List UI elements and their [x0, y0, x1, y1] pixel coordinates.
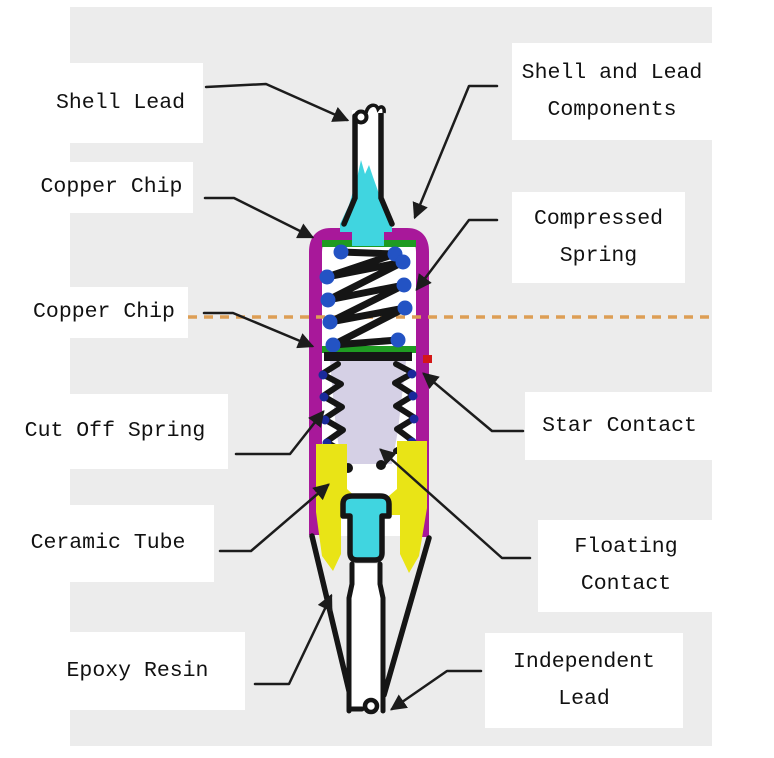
label-shell-and-lead-line1: Shell and Lead	[521, 60, 703, 85]
compressed-spring-coil	[323, 248, 409, 349]
label-cut-off-spring: Cut Off Spring	[2, 394, 228, 469]
copper-chip-mid	[322, 346, 416, 353]
arrow-copper-chip-mid	[202, 311, 315, 349]
label-copper-chip-top-text: Copper Chip	[40, 175, 183, 199]
cut-off-spring-left	[319, 361, 347, 455]
label-compressed-spring: Compressed Spring	[512, 192, 685, 283]
independent-lead-walls	[346, 561, 386, 714]
label-compressed-spring-line1: Compressed	[533, 206, 664, 231]
contact-nub-right	[376, 460, 386, 470]
label-star-contact: Star Contact	[525, 392, 714, 460]
label-compressed-spring-line2: Spring	[559, 243, 638, 268]
arrow-compressed-spring	[415, 218, 499, 291]
spring-beads	[319, 244, 413, 353]
label-floating-contact-line2: Contact	[580, 572, 672, 596]
shell-lead-tip-ring	[353, 109, 369, 125]
arrow-shell-lead	[204, 82, 350, 122]
arrow-independent-lead	[389, 669, 483, 711]
label-copper-chip-top: Copper Chip	[30, 162, 193, 213]
label-cut-off-spring-text: Cut Off Spring	[24, 419, 206, 443]
label-copper-chip-mid: Copper Chip	[20, 287, 188, 338]
floating-contact	[330, 361, 406, 464]
label-floating-contact: Floating Contact	[538, 520, 714, 612]
annotation-arrows	[202, 82, 532, 711]
ceramic-right	[383, 441, 427, 573]
independent-lead-tip-ring	[362, 697, 380, 715]
label-floating-contact-line1: Floating	[574, 535, 678, 559]
label-independent-lead-line2: Lead	[558, 686, 610, 711]
arrow-shell-and-lead-components	[412, 84, 499, 220]
label-shell-and-lead-line2: Components	[547, 97, 677, 122]
ceramic-tube	[316, 441, 427, 573]
label-independent-lead: Independent Lead	[485, 633, 683, 728]
star-contact-bar	[324, 352, 412, 361]
alignment-mark	[423, 355, 432, 363]
label-shell-and-lead-components: Shell and Lead Components	[512, 43, 712, 140]
lead-core-top	[340, 160, 392, 246]
arrow-cut-off-spring	[234, 410, 325, 456]
ceramic-left	[316, 444, 358, 571]
epoxy-cone-right	[381, 535, 432, 698]
shell-lead-walls	[341, 107, 395, 227]
shell-lead-tip-bump	[364, 103, 386, 114]
arrow-copper-chip-top	[203, 196, 315, 239]
arrow-star-contact	[422, 372, 525, 433]
label-shell-lead-text: Shell Lead	[55, 90, 186, 115]
cut-off-spring-dots	[318, 369, 419, 448]
label-epoxy-resin: Epoxy Resin	[30, 632, 245, 710]
label-star-contact-text: Star Contact	[542, 413, 697, 438]
arrow-epoxy-resin	[253, 593, 333, 686]
label-independent-lead-line1: Independent	[513, 649, 655, 674]
cut-off-spring-right	[392, 361, 418, 454]
label-ceramic-tube-text: Ceramic Tube	[30, 531, 186, 555]
label-shell-lead: Shell Lead	[38, 63, 203, 143]
independent-lead-tube	[349, 564, 383, 711]
lead-core-bottom-plug	[340, 493, 392, 563]
label-copper-chip-mid-text: Copper Chip	[33, 300, 175, 324]
arrow-floating-contact	[379, 448, 532, 560]
label-epoxy-resin-text: Epoxy Resin	[66, 658, 209, 683]
epoxy-cone-left	[309, 533, 353, 698]
label-ceramic-tube: Ceramic Tube	[2, 505, 214, 582]
arrow-ceramic-tube	[218, 483, 330, 553]
